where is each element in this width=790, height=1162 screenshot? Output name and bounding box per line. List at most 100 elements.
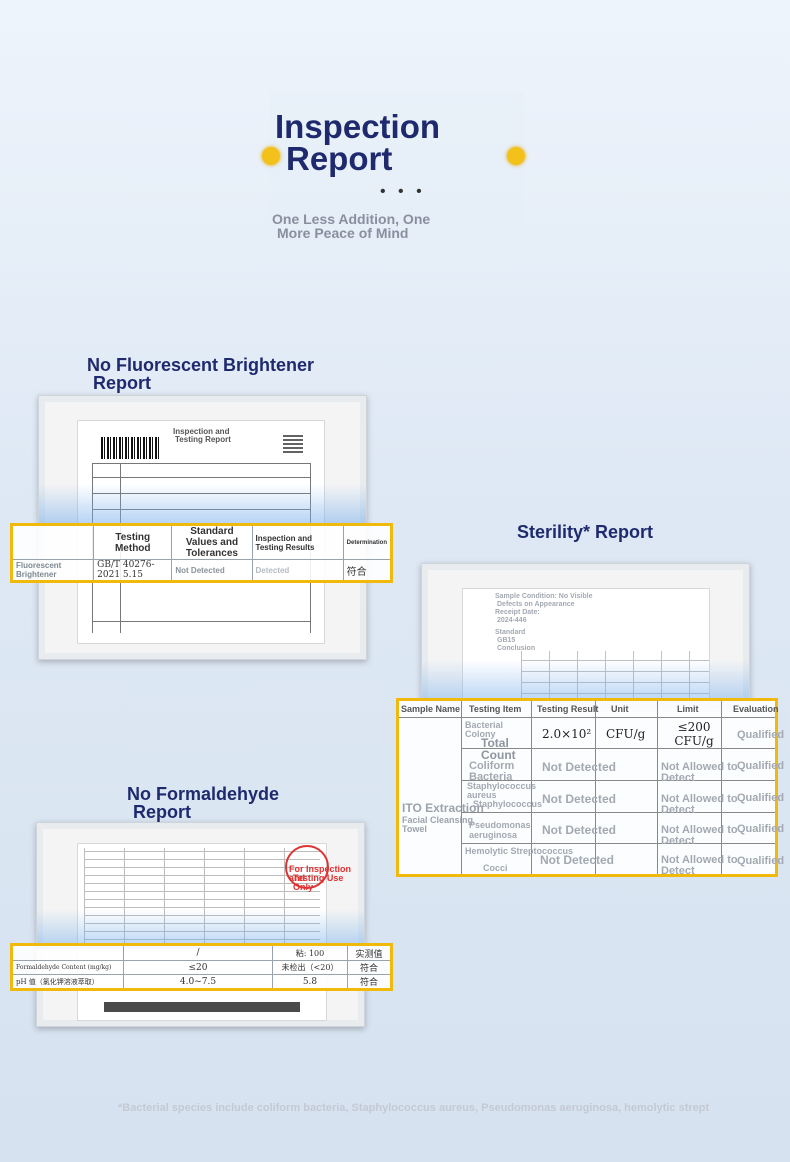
table-header-evaluation: Evaluation — [733, 704, 779, 714]
qr-code-icon — [283, 433, 303, 453]
table-header-standard: Standard Values and Tolerances — [171, 524, 253, 560]
table-cell-r0c1: / — [123, 944, 273, 961]
table-header-sample-name: Sample Name — [401, 704, 461, 714]
table-header-method: Testing Method — [93, 524, 173, 560]
row3-limit: Not Allowed to Detect — [661, 793, 738, 816]
table-cell-r1c1: ≤20 — [123, 960, 273, 975]
sample-name-line1: ITO Extraction — [402, 801, 484, 815]
row3-item: Staphylococcus aureus — [467, 781, 537, 800]
table-cell-r2c3: 符合 — [347, 974, 392, 990]
formaldehyde-title-line2: Report — [133, 802, 191, 822]
row5-limit: Not Allowed to Detect — [661, 854, 738, 877]
doc-line-1: Sample Condition: No Visible — [495, 593, 593, 600]
doc-line-6: GB15 — [497, 637, 516, 644]
doc-rule — [92, 463, 310, 464]
row1-limit: ≤200 CFU/g — [674, 720, 714, 748]
formaldehyde-title-line1: No Formaldehyde — [127, 784, 280, 804]
table-header-unit: Unit — [611, 704, 629, 714]
table-cell-results: Detected — [251, 559, 344, 582]
row2-evaluation: Qualified — [737, 760, 785, 772]
grid-line — [461, 843, 775, 844]
row4-item: Pseudomonas aeruginosa — [469, 820, 531, 840]
row2-item: Coliform Bacteria — [469, 760, 515, 783]
doc-heading-line2: Testing Report — [175, 435, 231, 444]
table-header-results: Inspection and Testing Results — [251, 524, 344, 560]
table-cell-r0c2: 粘: 100 — [272, 944, 348, 961]
grid-line — [461, 701, 462, 874]
table-cell-r1c0: Formaldehyde Content (mg/kg) — [11, 960, 124, 975]
separator-dots: • • • — [380, 183, 426, 200]
right-yellow-dot-icon — [507, 147, 525, 165]
fluorescent-title-line2: Report — [93, 373, 151, 393]
row5-evaluation: Qualified — [737, 855, 785, 867]
page-title-line2: Report — [286, 140, 393, 177]
grid-line — [531, 701, 532, 874]
table-header-sample — [10, 524, 95, 560]
row4-evaluation: Qualified — [737, 823, 785, 835]
table-header-determination: Determination — [342, 524, 393, 560]
row2-result: Not Detected — [542, 760, 617, 774]
stamp-text-line2: Testing Use Only — [293, 873, 344, 892]
slogan-line2: More Peace of Mind — [277, 225, 409, 241]
left-yellow-dot-icon — [262, 147, 280, 165]
table-cell-standard: Not Detected — [171, 559, 253, 582]
table-header-testing-item: Testing Item — [469, 704, 522, 714]
table-header-limit: Limit — [677, 704, 699, 714]
table-cell-empty — [11, 944, 124, 961]
formaldehyde-results-table: / 粘: 100 实测值 Formaldehyde Content (mg/kg… — [10, 943, 393, 991]
sample-photo-strip — [104, 1002, 300, 1012]
row1-unit: CFU/g — [606, 727, 646, 741]
stamp-icon — [285, 845, 329, 889]
row5-result: Not Detected — [540, 853, 615, 867]
header-panel — [270, 92, 524, 242]
grid-line — [399, 717, 775, 718]
row2-limit: Not Allowed to Detect — [661, 761, 738, 784]
row1-result: 2.0×10² — [542, 727, 592, 741]
grid-line — [461, 812, 775, 813]
grid-line — [461, 748, 775, 749]
table-cell-r0c3: 实测值 — [347, 944, 392, 961]
slogan-line1: One Less Addition, One — [272, 211, 431, 227]
table-cell-r2c0: pH 值（氯化钾溶液萃取） — [11, 974, 124, 990]
highlight-glow — [422, 660, 749, 704]
fluorescent-title-line1: No Fluorescent Brightener — [87, 355, 315, 375]
sample-name-line2: Facial Cleansing Towel — [402, 815, 474, 834]
doc-line-4: 2024-446 — [497, 617, 527, 624]
table-cell-r1c2: 未检出（<20） — [272, 960, 348, 975]
doc-rule — [92, 621, 310, 622]
formaldehyde-report-frame: For Inspection and Testing Use Only — [36, 822, 365, 1027]
table-cell-sample: Fluorescent Brightener — [10, 559, 95, 582]
doc-line-7: Conclusion — [497, 645, 536, 652]
table-cell-r2c1: 4.0~7.5 — [123, 974, 273, 990]
doc-line-5: Standard — [495, 629, 526, 636]
stamp-text-line1: For Inspection and — [289, 864, 352, 883]
doc-line-3: Receipt Date: — [495, 609, 540, 616]
highlight-glow — [39, 484, 366, 524]
sterility-results-table: Sample Name Testing Item Testing Result … — [396, 698, 784, 877]
row3-evaluation: Qualified — [737, 792, 785, 804]
table-header-testing-result: Testing Result — [537, 704, 599, 714]
row4-result: Not Detected — [542, 823, 617, 837]
row3-item-2: Staphylococcus — [473, 799, 543, 809]
row5-item-2: Cocci — [483, 863, 508, 873]
barcode-icon — [101, 437, 159, 459]
footnote: *Bacterial species include coliform bact… — [118, 1102, 710, 1114]
fluorescent-results-table: Testing Method Standard Values and Toler… — [10, 523, 393, 583]
table-cell-r1c3: 符合 — [347, 960, 392, 975]
row4-limit: Not Allowed to Detect — [661, 824, 738, 847]
row3-result: Not Detected — [542, 792, 617, 806]
doc-heading-line1: Inspection and — [173, 427, 230, 436]
doc-rule — [92, 477, 310, 478]
row1-item: Bacterial Colony — [465, 720, 504, 739]
table-cell-method: GB/T 40276-2021 5.15 — [93, 559, 173, 582]
grid-line — [721, 701, 722, 874]
grid-line — [595, 701, 596, 874]
grid-line — [461, 780, 775, 781]
doc-line-2: Defects on Appearance — [497, 601, 575, 608]
row5-item: Hemolytic Streptococcus — [465, 846, 574, 856]
table-cell-verdict: 符合 — [342, 559, 393, 582]
sterility-title: Sterility* Report — [517, 522, 654, 542]
highlight-glow — [37, 909, 364, 949]
grid-line — [657, 701, 658, 874]
page-title-line1: Inspection — [275, 108, 441, 145]
